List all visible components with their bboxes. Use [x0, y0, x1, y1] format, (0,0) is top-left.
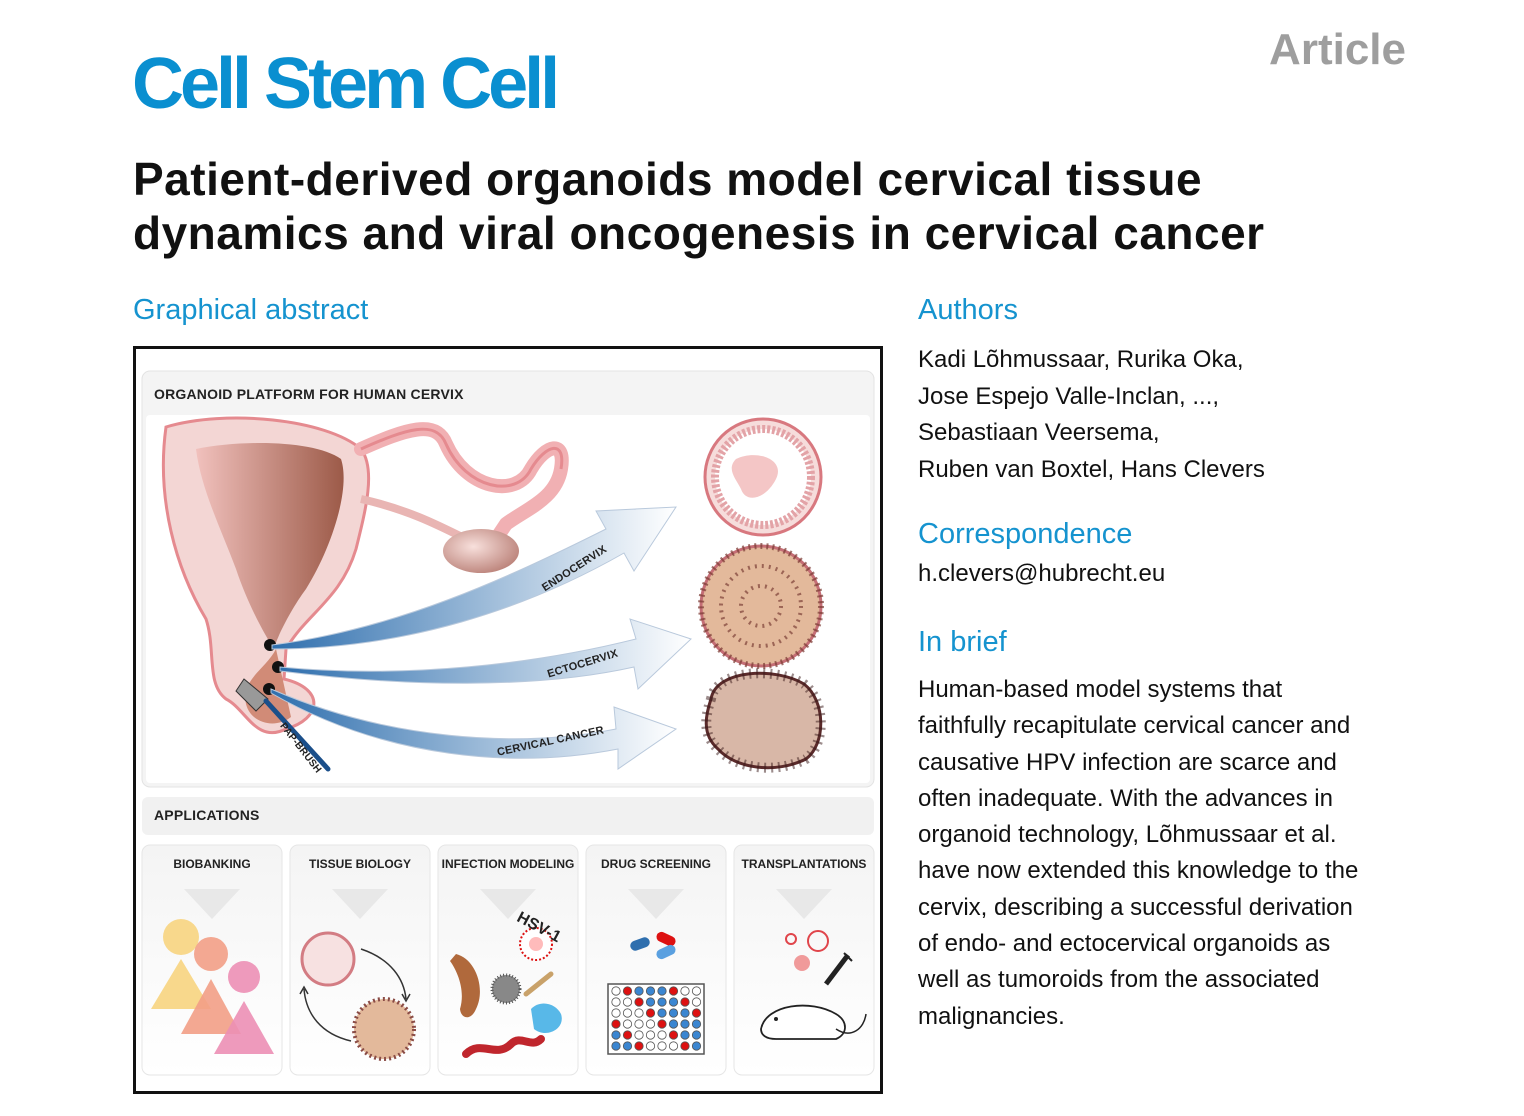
article-type: Article: [1269, 25, 1406, 74]
plate-well: [691, 1030, 702, 1040]
plate-well: [645, 1041, 656, 1051]
brief-line: have now extended this knowledge to the: [918, 857, 1359, 885]
plate-well: [680, 997, 690, 1007]
plate-well: [634, 997, 644, 1007]
transplantation-icon: [760, 930, 867, 1040]
journal-logo: Cell Stem Cell: [132, 44, 560, 124]
plate-well: [680, 1008, 690, 1018]
plate-well: [611, 1041, 621, 1051]
brief-line: organoid technology, Lõhmussaar et al.: [918, 821, 1337, 849]
plate-well: [645, 1030, 656, 1040]
plate-well: [634, 986, 644, 996]
plate-well: [622, 1008, 633, 1018]
graphical-abstract-figure: ORGANOID PLATFORM FOR HUMAN CERVIX ENDOC…: [133, 346, 883, 1094]
plate-well: [668, 1030, 679, 1040]
plate-well: [680, 986, 690, 996]
brief-line: faithfully recapitulate cervical cancer …: [918, 712, 1351, 740]
plate-well: [611, 1008, 621, 1018]
authors-list: Kadi Lõhmussaar, Rurika Oka, Jose Espejo…: [918, 342, 1438, 488]
plate-well: [657, 1019, 667, 1029]
brief-line: of endo- and ectocervical organoids as: [918, 930, 1331, 958]
plate-well: [622, 1030, 633, 1040]
plate-well: [634, 1041, 644, 1051]
derivation-arrows: [270, 506, 692, 770]
graphical-abstract-heading: Graphical abstract: [133, 294, 369, 326]
plate-well: [645, 1008, 656, 1018]
author-line: Kadi Lõhmussaar, Rurika Oka,: [918, 346, 1244, 373]
title-line: Patient-derived organoids model cervical…: [133, 153, 1203, 205]
plate-well: [645, 997, 656, 1007]
platform-label: ORGANOID PLATFORM FOR HUMAN CERVIX: [154, 386, 464, 402]
graphical-abstract-illustration: [141, 370, 875, 1076]
application-transplantations: TRANSPLANTATIONS: [741, 857, 867, 871]
endocervix-organoid: [703, 417, 823, 537]
brief-line: Human-based model systems that: [918, 676, 1283, 703]
applications-label: APPLICATIONS: [154, 807, 260, 823]
plate-well: [691, 997, 702, 1007]
authors-heading: Authors: [918, 294, 1018, 326]
plate-well: [622, 1019, 633, 1029]
application-tissue-biology: TISSUE BIOLOGY: [308, 857, 411, 871]
plate-well: [611, 997, 621, 1007]
plate-well: [668, 986, 679, 996]
plate-well: [657, 1008, 667, 1018]
plate-well: [668, 1019, 679, 1029]
in-brief-text: Human-based model systems that faithfull…: [918, 672, 1418, 1035]
plate-well: [691, 986, 702, 996]
plate-well: [657, 1041, 667, 1051]
plate-well: [634, 1019, 644, 1029]
brief-line: cervix, describing a successful derivati…: [918, 893, 1353, 921]
plate-well: [634, 1030, 644, 1040]
plate-well: [645, 986, 656, 996]
application-biobanking: BIOBANKING: [173, 857, 251, 871]
plate-well: [691, 1008, 702, 1018]
tissue-biology-icon: [299, 931, 416, 1061]
plate-well: [657, 986, 667, 996]
plate-well: [611, 1030, 621, 1040]
plate-well: [680, 1041, 690, 1051]
in-brief-heading: In brief: [918, 626, 1007, 658]
plate-well: [622, 1041, 633, 1051]
title-line: dynamics and viral oncogenesis in cervic…: [133, 207, 1265, 259]
ectocervix-organoid: [698, 543, 824, 669]
brief-line: causative HPV infection are scarce and: [918, 748, 1337, 776]
plate-well: [645, 1019, 656, 1029]
brief-line: malignancies.: [918, 1002, 1065, 1030]
author-line: Jose Espejo Valle-Inclan, ...,: [918, 382, 1220, 410]
infection-modeling-icon: [450, 927, 562, 1058]
plate-well: [611, 986, 621, 996]
plate-well: [657, 997, 667, 1007]
plate-well: [691, 1019, 702, 1029]
plate-well: [622, 997, 633, 1007]
plate-well: [634, 1008, 644, 1018]
plate-well: [611, 1019, 621, 1029]
brief-line: often inadequate. With the advances in: [918, 784, 1333, 812]
author-line: Ruben van Boxtel, Hans Clevers: [918, 455, 1265, 483]
drug-screening-icon: [607, 931, 705, 1055]
plate-well: [622, 986, 633, 996]
plate-well: [680, 1019, 690, 1029]
correspondence-heading: Correspondence: [918, 518, 1133, 550]
plate-well: [680, 1030, 690, 1040]
uterus-illustration: [161, 416, 569, 772]
correspondence-email[interactable]: h.clevers@hubrecht.eu: [918, 560, 1166, 587]
article-title: Patient-derived organoids model cervical…: [133, 152, 1433, 260]
plate-well: [691, 1041, 702, 1051]
application-drug-screening: DRUG SCREENING: [600, 857, 711, 871]
author-line: Sebastiaan Veersema,: [918, 419, 1160, 446]
biobanking-icon: [151, 919, 274, 1054]
brief-line: well as tumoroids from the associated: [918, 966, 1320, 994]
well-plate-wells: [611, 986, 702, 1051]
application-infection-modeling: INFECTION MODELING: [441, 857, 575, 871]
tumoroid: [701, 668, 826, 773]
plate-well: [668, 1041, 679, 1051]
plate-well: [668, 997, 679, 1007]
plate-well: [657, 1030, 667, 1040]
plate-well: [668, 1008, 679, 1018]
